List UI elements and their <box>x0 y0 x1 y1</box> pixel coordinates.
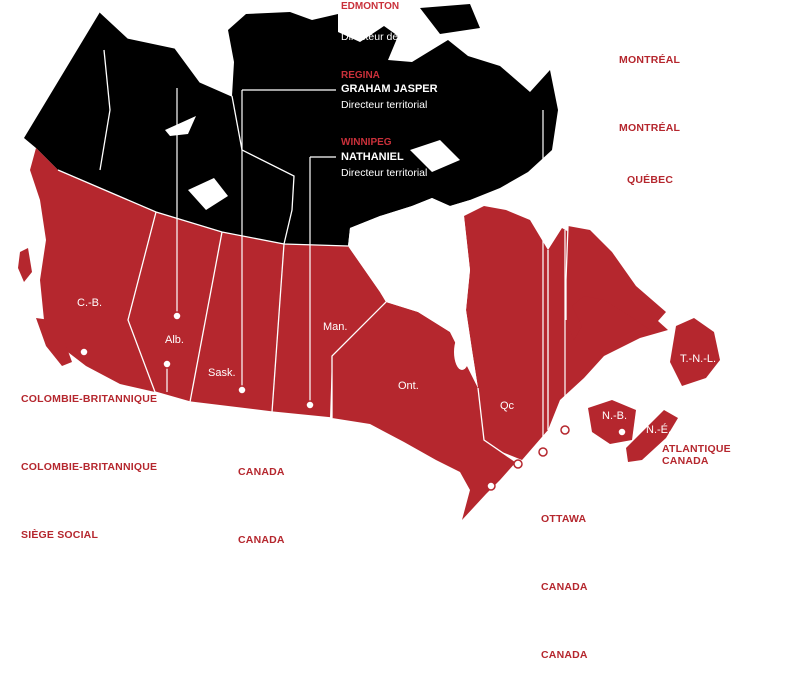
hudson-bay <box>165 116 478 388</box>
province-nl <box>566 226 666 340</box>
province-label-ns: N.-É. <box>646 424 672 436</box>
province-on <box>332 302 516 520</box>
office-label-atlantique-canada: CANADA <box>662 455 709 467</box>
office-label-quebec: QUÉBEC <box>627 174 674 186</box>
province-label-bc: C.-B. <box>77 297 103 309</box>
regina-city-label: REGINA <box>341 70 380 81</box>
office-label-atlantique: ATLANTIQUE <box>662 443 731 455</box>
office-label-cb-1: COLOMBIE-BRITANNIQUE <box>21 393 158 405</box>
office-label-cb-2: COLOMBIE-BRITANNIQUE <box>21 461 158 473</box>
office-label-canada-1: CANADA <box>238 466 285 478</box>
province-label-qc: Qc <box>500 400 515 412</box>
city-markers <box>79 311 627 491</box>
province-label-nb: N.-B. <box>602 410 628 422</box>
province-sk <box>190 232 284 412</box>
office-label-canada-3: CANADA <box>541 581 588 593</box>
province-label-sk: Sask. <box>208 367 236 379</box>
province-ns <box>626 410 678 462</box>
office-label-siege-social: SIÈGE SOCIAL <box>21 529 99 541</box>
province-label-nl: T.-N.-L. <box>680 353 717 365</box>
province-mb <box>272 244 386 418</box>
edmonton-contact-name: MICHAEL GRAY <box>341 15 425 27</box>
edmonton-city-label: EDMONTON <box>341 1 400 12</box>
office-label-canada-2: CANADA <box>238 534 285 546</box>
province-label-on: Ont. <box>398 380 419 392</box>
province-qc <box>464 206 668 460</box>
province-label-ab: Alb. <box>165 334 184 346</box>
winnipeg-contact-name: NATHANIEL <box>341 151 404 163</box>
winnipeg-city-label: WINNIPEG <box>341 137 392 148</box>
province-nb <box>588 400 636 444</box>
regina-contact-name: GRAHAM JASPER <box>341 83 438 95</box>
office-label-montreal-2: MONTRÉAL <box>619 122 681 134</box>
province-bc <box>30 148 156 392</box>
territories-region <box>24 4 558 246</box>
office-label-ottawa: OTTAWA <box>541 513 587 525</box>
province-label-mb: Man. <box>323 321 348 333</box>
province-borders <box>57 11 569 463</box>
office-label-montreal-1: MONTRÉAL <box>619 54 681 66</box>
city-leader-lines <box>166 88 566 452</box>
regina-contact-title: Directeur territorial <box>341 99 428 111</box>
office-label-canada-4: CANADA <box>541 649 588 661</box>
edmonton-contact-title: Directeur des ventes <box>341 31 438 43</box>
winnipeg-contact-title: Directeur territorial <box>341 167 428 179</box>
